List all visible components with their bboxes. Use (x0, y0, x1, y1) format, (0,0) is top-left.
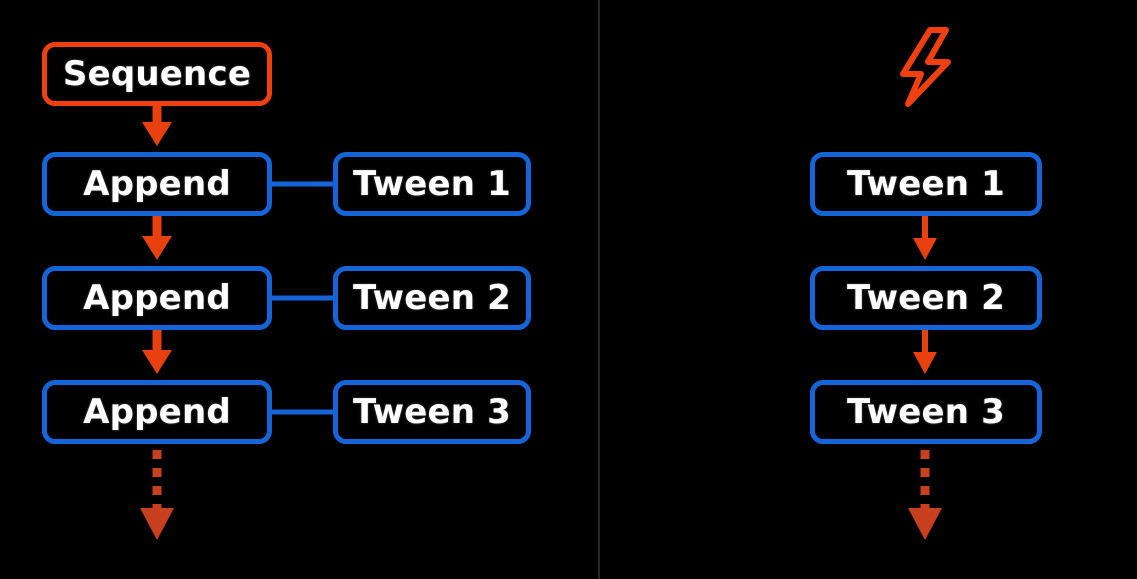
node-sequence[interactable]: Sequence (42, 42, 272, 106)
node-right-tween-2[interactable]: Tween 2 (810, 266, 1042, 330)
node-right-tween-1[interactable]: Tween 1 (810, 152, 1042, 216)
node-append-2-label: Append (83, 278, 231, 318)
node-tween-2[interactable]: Tween 2 (333, 266, 531, 330)
arrow-append-1-to-append-2 (142, 216, 172, 260)
node-append-3-label: Append (83, 392, 231, 432)
arrow-sequence-to-append-1 (142, 106, 172, 146)
node-tween-1-label: Tween 1 (352, 164, 512, 204)
lightning-bolt-icon (900, 27, 951, 107)
node-right-tween-2-label: Tween 2 (846, 278, 1006, 318)
node-append-3[interactable]: Append (42, 380, 272, 444)
node-tween-3[interactable]: Tween 3 (333, 380, 531, 444)
node-tween-2-label: Tween 2 (352, 278, 512, 318)
dotted-continuation-arrow-right (908, 450, 942, 540)
node-sequence-label: Sequence (62, 54, 252, 94)
node-right-tween-3[interactable]: Tween 3 (810, 380, 1042, 444)
arrow-tween-2-to-tween-3 (913, 330, 937, 374)
node-append-1[interactable]: Append (42, 152, 272, 216)
node-append-2[interactable]: Append (42, 266, 272, 330)
arrow-tween-1-to-tween-2 (913, 216, 937, 260)
node-right-tween-3-label: Tween 3 (846, 392, 1006, 432)
node-append-1-label: Append (83, 164, 231, 204)
dotted-continuation-arrow-left (140, 450, 174, 540)
panel-divider (598, 0, 600, 579)
node-tween-1[interactable]: Tween 1 (333, 152, 531, 216)
node-right-tween-1-label: Tween 1 (846, 164, 1006, 204)
node-tween-3-label: Tween 3 (352, 392, 512, 432)
arrow-append-2-to-append-3 (142, 330, 172, 374)
